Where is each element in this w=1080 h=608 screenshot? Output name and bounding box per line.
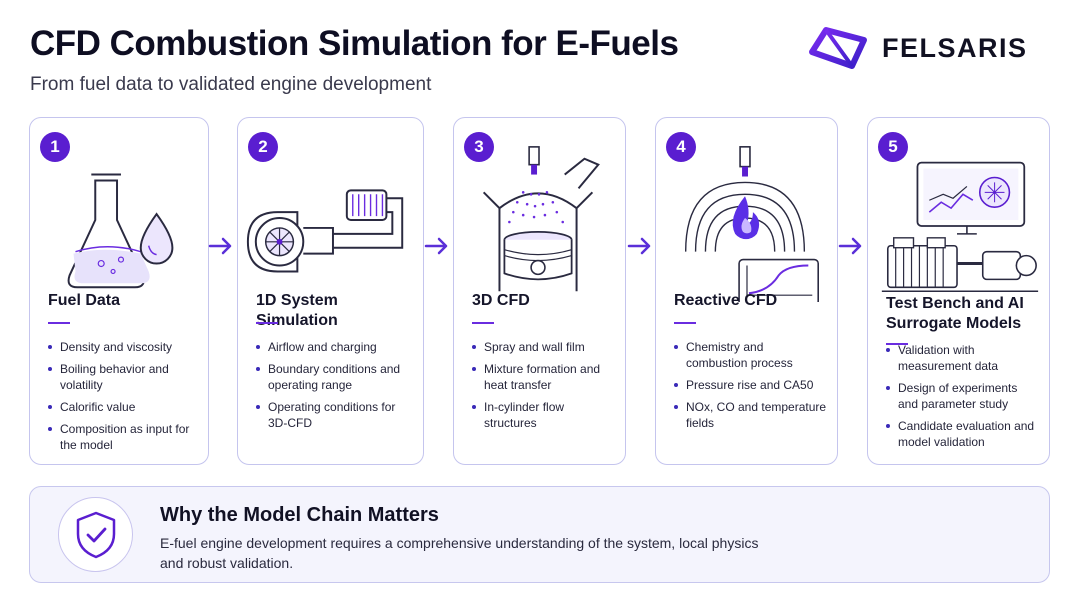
arrow-right-icon <box>424 237 448 255</box>
shield-check-icon <box>76 511 115 558</box>
step-bullets: Spray and wall film Mixture formation an… <box>472 339 615 437</box>
bullet-item: Calorific value <box>48 399 198 415</box>
bullet-item: Airflow and charging <box>256 339 413 355</box>
brand-name: FELSARIS <box>882 32 1028 63</box>
title-underline <box>886 343 908 345</box>
step-number-badge: 2 <box>248 132 278 162</box>
page-title: CFD Combustion Simulation for E-Fuels <box>30 24 679 63</box>
step-bullets: Density and viscosity Boiling behavior a… <box>48 339 198 459</box>
shield-badge <box>58 497 133 572</box>
bullet-item: Spray and wall film <box>472 339 615 355</box>
step-bullets: Validation with measurement data Design … <box>886 342 1039 456</box>
step-title: 1D System Simulation <box>256 292 338 329</box>
bullet-item: Validation with measurement data <box>886 342 1039 374</box>
step-card-2: 2 1D System Simulation Airflow and charg… <box>237 117 424 465</box>
step-card-1: 1 Fuel Data Density and viscosity Boilin… <box>29 117 209 465</box>
title-underline <box>674 322 696 324</box>
step-card-5: 5 Test Bench and AI Surrogate Models Val… <box>867 117 1050 465</box>
title-underline <box>48 322 70 324</box>
flask-droplet-icon <box>67 173 174 289</box>
bullet-item: Candidate evaluation and model validatio… <box>886 418 1039 450</box>
cylinder-spray-icon <box>482 146 600 292</box>
step-number-badge: 1 <box>40 132 70 162</box>
bullet-item: Composition as input for the model <box>48 421 198 453</box>
arrow-right-icon <box>838 237 862 255</box>
arrow-right-icon <box>627 237 651 255</box>
why-description: E-fuel engine development requires a com… <box>160 535 759 571</box>
step-number-badge: 5 <box>878 132 908 162</box>
step-card-3: 3 3D CFD Spray and wall film Mixture for… <box>453 117 626 465</box>
bullet-item: Boiling behavior and volatility <box>48 361 198 393</box>
step-title: Reactive CFD <box>674 292 778 309</box>
title-underline <box>472 322 494 324</box>
brand-logo: FELSARIS <box>808 26 1028 70</box>
bullet-item: Pressure rise and CA50 <box>674 377 827 393</box>
bullet-item: Operating conditions for 3D-CFD <box>256 399 413 431</box>
bullet-item: Density and viscosity <box>48 339 198 355</box>
step-card-4: 4 Reactive CFD Chemistry and combustion … <box>655 117 838 465</box>
turbocharger-icon <box>246 189 404 273</box>
step-bullets: Chemistry and combustion process Pressur… <box>674 339 827 437</box>
felsaris-logo-icon <box>809 27 867 69</box>
bullet-item: Mixture formation and heat transfer <box>472 361 615 393</box>
bullet-item: NOx, CO and temperature fields <box>674 399 827 431</box>
title-underline <box>256 322 278 324</box>
bullet-item: Chemistry and combustion process <box>674 339 827 371</box>
why-title: Why the Model Chain Matters <box>160 504 439 526</box>
bullet-item: Boundary conditions and operating range <box>256 361 413 393</box>
step-number-badge: 4 <box>666 132 696 162</box>
step-title: 3D CFD <box>472 292 530 309</box>
step-bullets: Airflow and charging Boundary conditions… <box>256 339 413 437</box>
bullet-item: In-cylinder flow structures <box>472 399 615 431</box>
test-bench-ai-icon <box>881 161 1039 293</box>
flame-curve-icon <box>684 146 819 302</box>
bullet-item: Design of experiments and parameter stud… <box>886 380 1039 412</box>
page-subtitle: From fuel data to validated engine devel… <box>30 74 432 95</box>
step-title: Test Bench and AI Surrogate Models <box>886 295 1024 332</box>
step-number-badge: 3 <box>464 132 494 162</box>
why-panel: Why the Model Chain Matters E-fuel engin… <box>29 486 1050 583</box>
step-title: Fuel Data <box>48 292 121 309</box>
arrow-right-icon <box>208 237 232 255</box>
